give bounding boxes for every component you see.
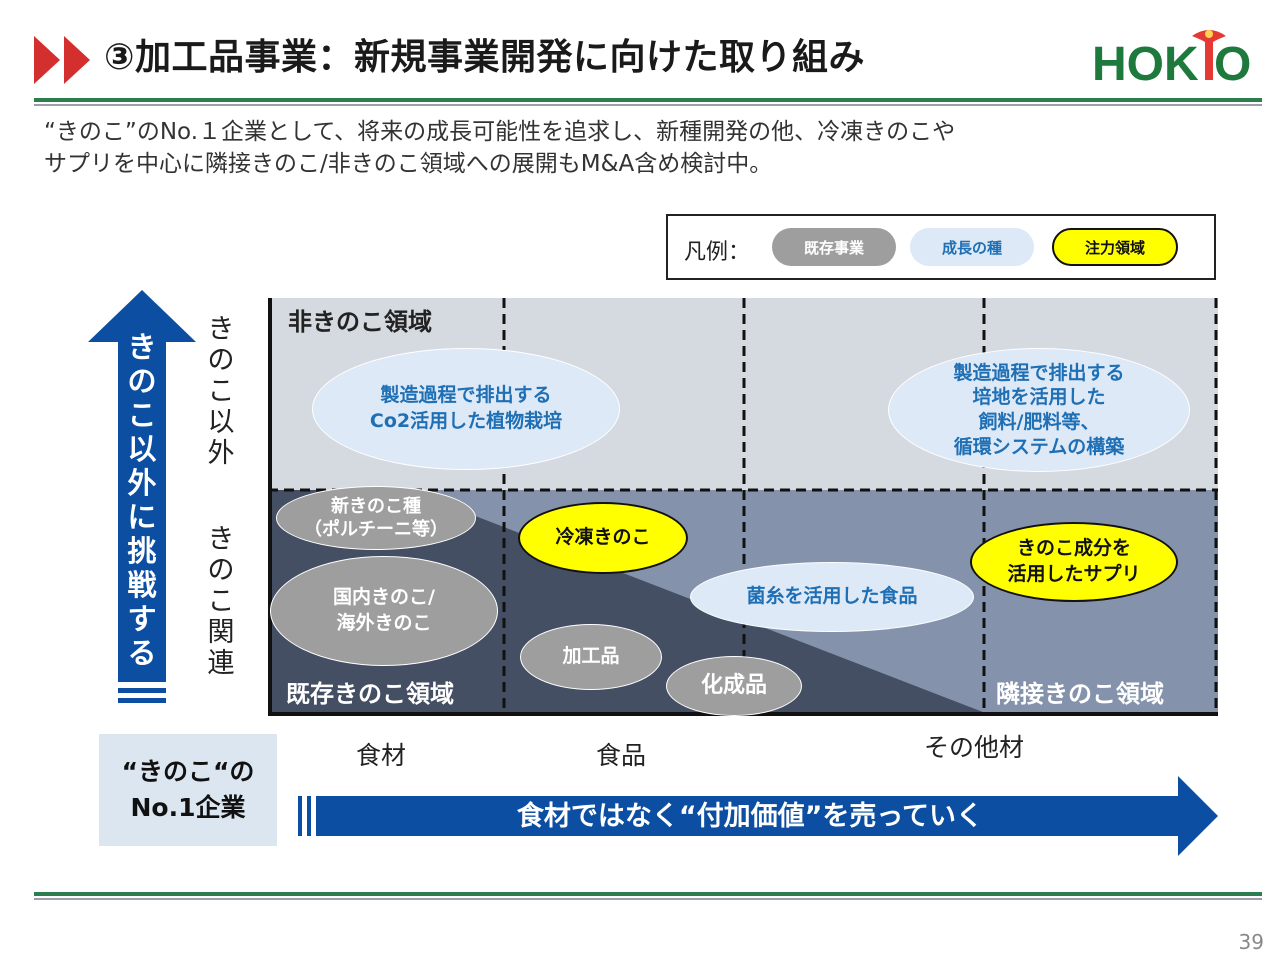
footer-rule [34, 892, 1262, 896]
page-number: 39 [1238, 930, 1264, 954]
item-domestic: 国内きのこ/ 海外きのこ [270, 556, 498, 666]
matrix: 非きのこ領域 既存きのこ領域 隣接きのこ領域 製造過程で排出する Co2活用した… [268, 298, 1218, 716]
x-tick-foods: 食品 [596, 741, 647, 770]
item-frozen: 冷凍きのこ [518, 502, 688, 574]
item-mycelium-food: 菌糸を活用した食品 [690, 562, 974, 632]
origin-box: “きのこ“の No.1企業 [99, 734, 277, 846]
item-processed: 加工品 [520, 624, 662, 690]
legend-existing: 既存事業 [772, 228, 896, 266]
legend-focus: 注力領域 [1052, 228, 1178, 266]
legend: 凡例： 既存事業 成長の種 注力領域 [666, 214, 1216, 280]
region-non-mushroom: 非きのこ領域 [288, 308, 432, 336]
item-co2-plant: 製造過程で排出する Co2活用した植物栽培 [312, 348, 620, 470]
x-tick-other: その他材 [924, 733, 1025, 762]
header-rule [34, 98, 1262, 102]
origin-line-1: “きのこ“の [121, 757, 255, 786]
item-supplement: きのこ成分を 活用したサプリ [970, 522, 1178, 602]
lead-text: “きのこ”のNo.１企業として、将来の成長可能性を追求し、新種開発の他、冷凍きの… [44, 116, 1244, 180]
item-cosmetics: 化成品 [666, 656, 802, 716]
right-arrow-label: 食材ではなく“付加価値”を売っていく [516, 801, 984, 832]
right-arrow [298, 776, 1218, 856]
origin-line-2: No.1企業 [130, 793, 246, 822]
title-arrow-icon [34, 36, 90, 84]
y-label-upper: きのこ以外 [207, 314, 235, 469]
lead-line-2: サプリを中心に隣接きのこ/非きのこ領域への展開もM&A含め検討中。 [44, 151, 773, 177]
lead-line-1: “きのこ”のNo.１企業として、将来の成長可能性を追求し、新種開発の他、冷凍きの… [44, 119, 956, 145]
footer-rule-thin [34, 898, 1262, 900]
up-arrow-label: きのこ以外に挑戦する [127, 330, 157, 670]
item-medium-feed: 製造過程で排出する 培地を活用した 飼料/肥料等、 循環システムの構築 [888, 348, 1190, 472]
page-title: ③加工品事業：新規事業開発に向けた取り組み [104, 37, 865, 78]
header-rule-thin [34, 104, 1262, 106]
legend-seed: 成長の種 [910, 228, 1034, 266]
svg-text:HOK: HOK [1092, 38, 1199, 88]
existing-wedge [268, 490, 988, 714]
region-existing-mushroom: 既存きのこ領域 [286, 680, 454, 708]
item-new-species: 新きのこ種 （ポルチーニ等） [276, 486, 476, 550]
hokto-logo: HOK O [1092, 30, 1251, 88]
region-adjacent-mushroom: 隣接きのこ領域 [996, 680, 1164, 708]
y-label-lower: きのこ関連 [207, 524, 235, 679]
x-tick-ingredients: 食材 [356, 741, 407, 770]
up-arrow [88, 290, 196, 703]
legend-label: 凡例： [684, 240, 751, 265]
svg-text:O: O [1214, 38, 1251, 88]
